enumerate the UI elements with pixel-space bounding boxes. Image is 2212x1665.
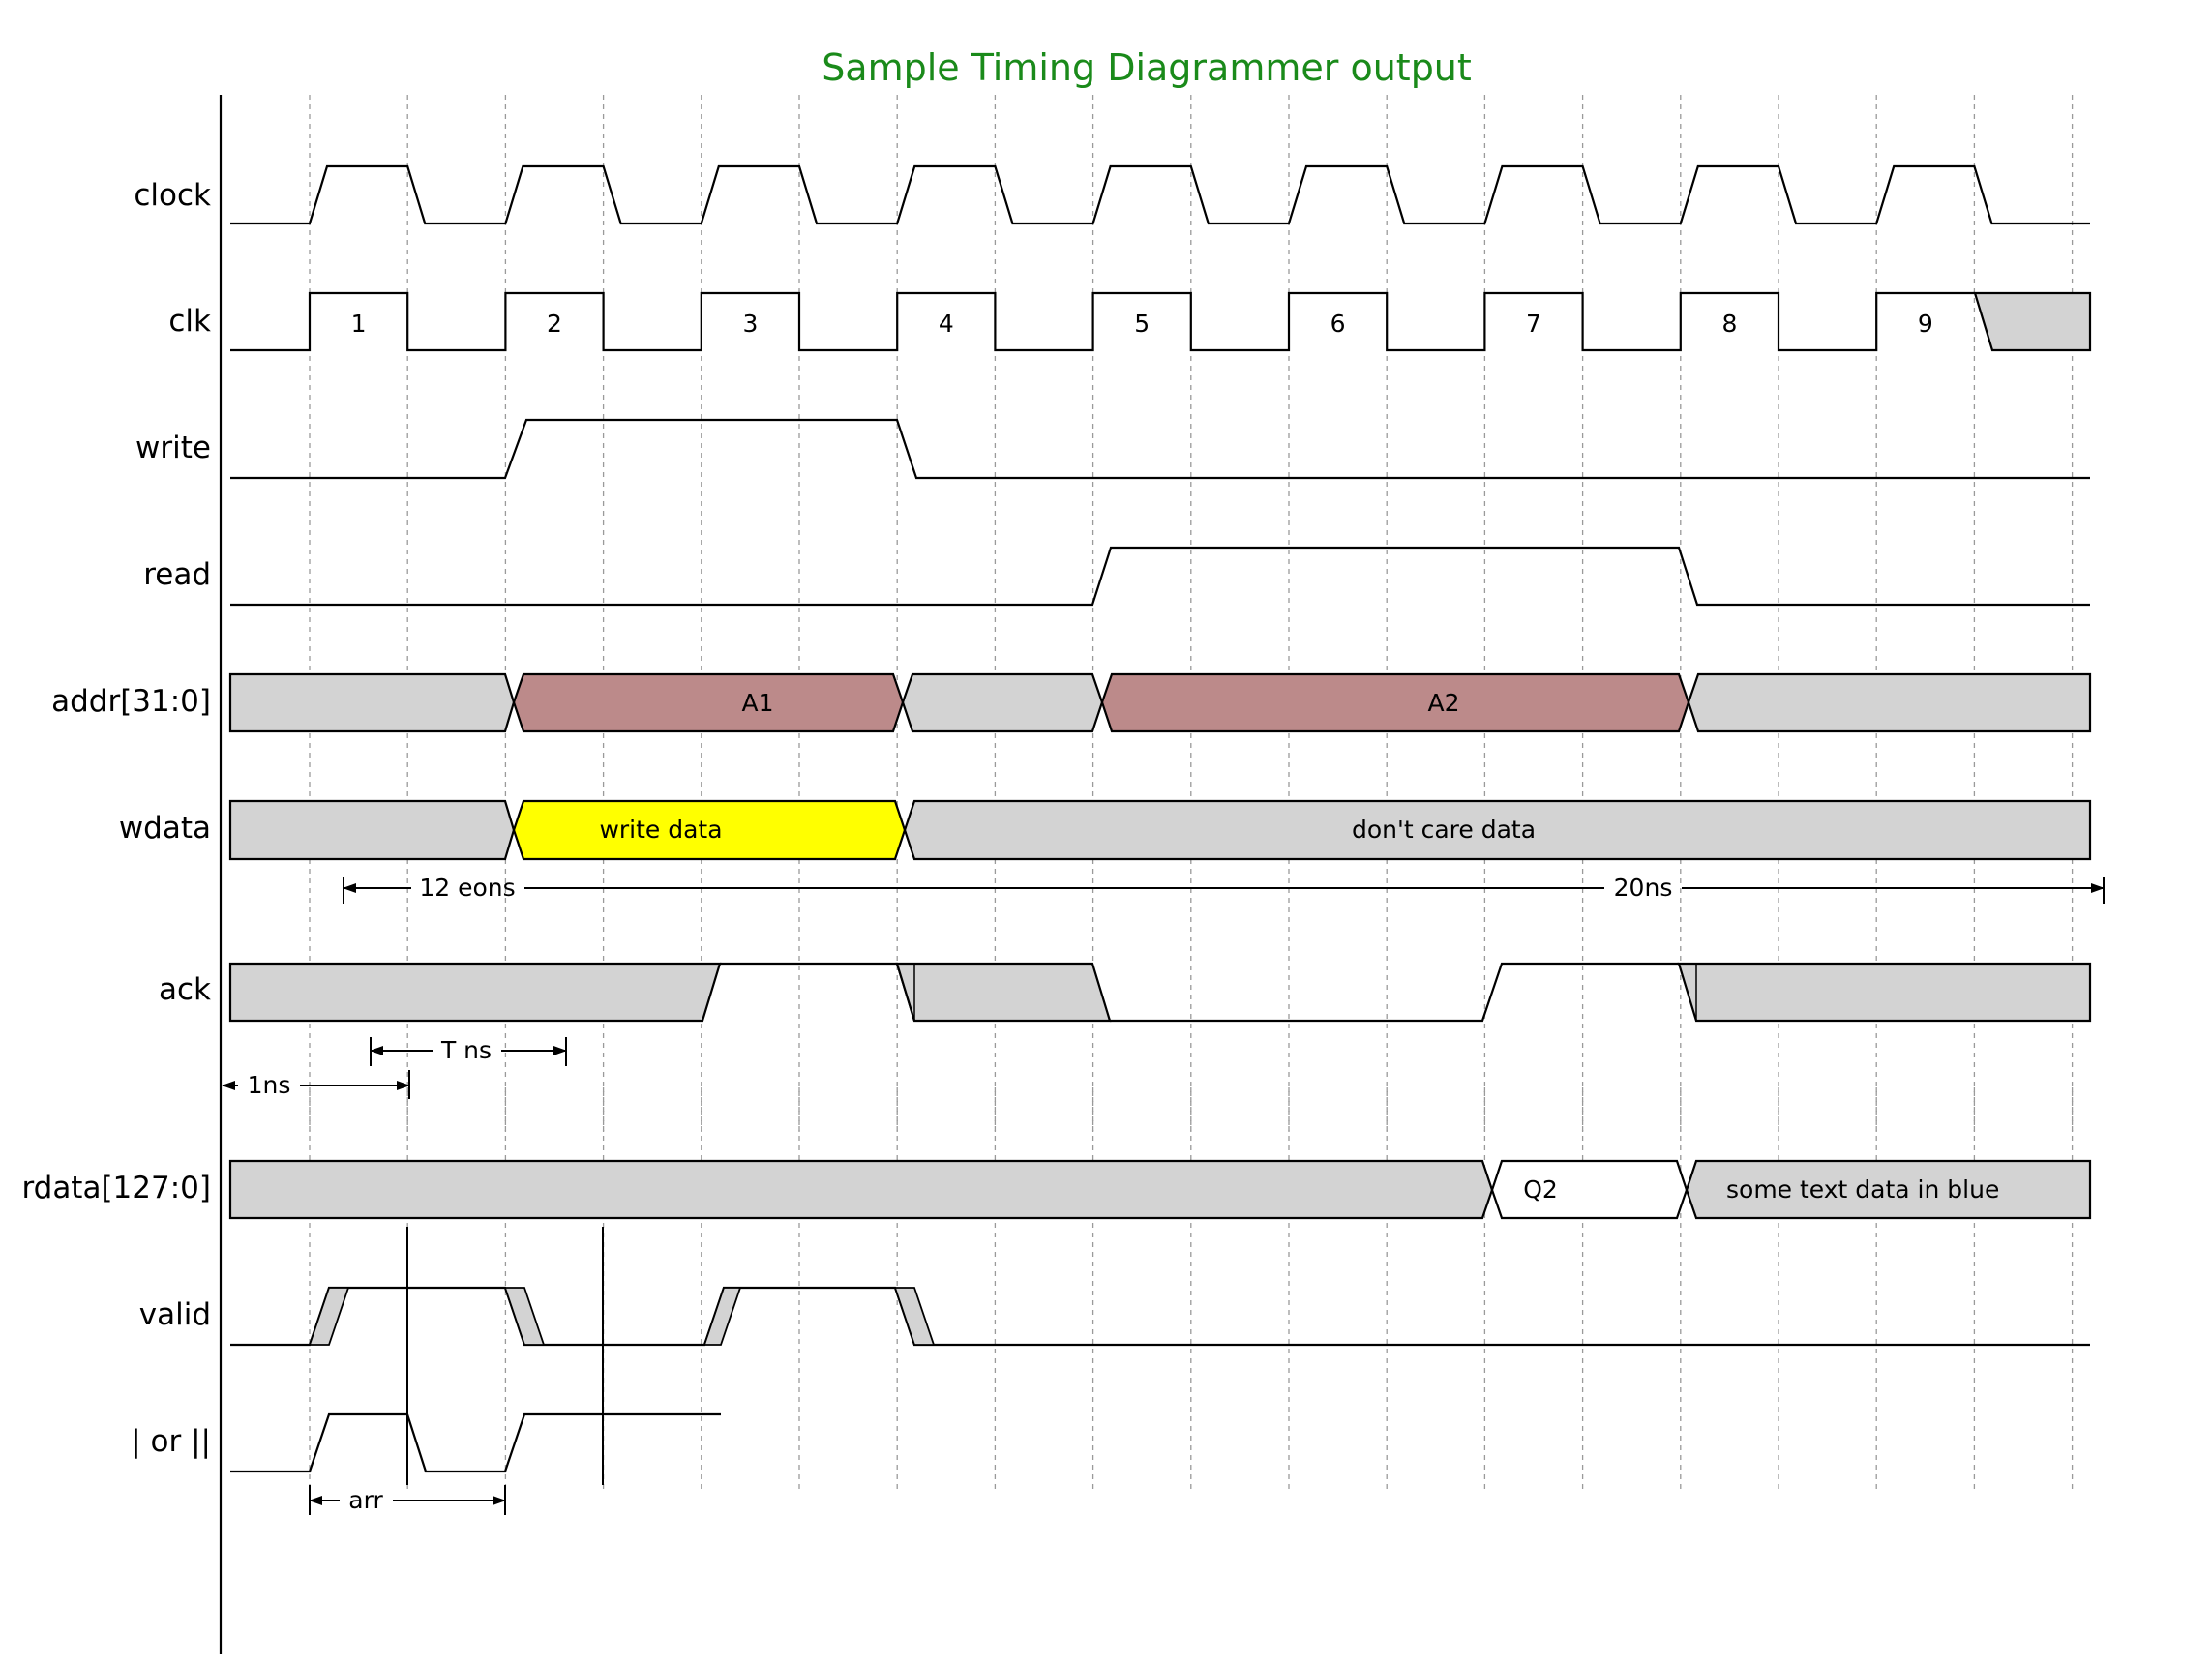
addr-bus: A1 A2 — [228, 672, 2092, 733]
or-waveform — [230, 1412, 721, 1473]
write-waveform — [230, 418, 2090, 480]
dimension-eons-20ns: 12 eons 20ns — [343, 874, 2105, 904]
wdata-value-write: write data — [599, 816, 722, 844]
clk-cycle-label: 6 — [1330, 310, 1346, 338]
dimension-1ns: 1ns — [222, 1070, 410, 1099]
signal-name-clock: clock — [134, 178, 211, 213]
dimension-label-20ns: 20ns — [1614, 874, 1673, 902]
addr-segment-a2 — [1100, 672, 1690, 733]
clk-cycle-label: 3 — [742, 310, 758, 338]
clk-cycle-label: 7 — [1526, 310, 1541, 338]
rdata-bus: Q2 some text data in blue — [228, 1159, 2092, 1220]
signal-name-rdata: rdata[127:0] — [21, 1171, 211, 1205]
valid-waveform — [230, 1286, 2090, 1347]
ack-waveform — [228, 962, 2092, 1023]
signal-name-ack: ack — [159, 972, 211, 1007]
addr-segment-undefined-1 — [228, 672, 516, 733]
signal-name-wdata: wdata — [119, 811, 211, 846]
dimension-label-eons: 12 eons — [419, 874, 515, 902]
clk-cycle-label: 4 — [939, 310, 954, 338]
wdata-segment-write — [512, 799, 907, 861]
dimension-label-1ns: 1ns — [248, 1071, 291, 1099]
signal-name-or: | or || — [131, 1424, 211, 1459]
signal-name-clk: clk — [168, 304, 211, 339]
dimension-label-arr: arr — [348, 1486, 383, 1514]
clock-waveform — [230, 164, 2090, 225]
rdata-segment-q2 — [1490, 1159, 1689, 1220]
addr-value-a1: A1 — [741, 689, 773, 717]
wdata-bus: write data don't care data — [228, 799, 2092, 861]
clk-cycle-labels: 1 2 3 4 5 6 7 8 9 — [351, 310, 1933, 338]
clk-waveform — [230, 291, 1975, 352]
addr-segment-undefined-3 — [1687, 672, 2092, 733]
dimension-label-tns: T ns — [440, 1036, 492, 1064]
signal-name-read: read — [143, 557, 211, 592]
signal-name-write: write — [135, 431, 211, 465]
clk-cycle-label: 1 — [351, 310, 367, 338]
time-gridlines — [309, 95, 2074, 1490]
diagram-title: Sample Timing Diagrammer output — [822, 46, 1472, 89]
clk-cycle-label: 9 — [1918, 310, 1933, 338]
addr-value-a2: A2 — [1427, 689, 1459, 717]
dimension-arr: arr — [309, 1485, 506, 1515]
clk-cycle-label: 5 — [1134, 310, 1150, 338]
rdata-value-blue: some text data in blue — [1726, 1175, 1999, 1204]
wdata-segment-undefined — [228, 799, 516, 861]
clk-dont-care-tail — [1973, 291, 2092, 352]
rdata-segment-undefined — [228, 1159, 1494, 1220]
rdata-segment-blue — [1685, 1159, 2092, 1220]
dimension-tns: T ns — [370, 1036, 567, 1066]
clk-cycle-label: 2 — [547, 310, 562, 338]
addr-segment-undefined-2 — [901, 672, 1104, 733]
addr-segment-a1 — [512, 672, 905, 733]
clk-cycle-label: 8 — [1721, 310, 1737, 338]
wdata-segment-dont-care — [903, 799, 2092, 861]
signal-names: clock clk write read addr[31:0] wdata ac… — [21, 178, 211, 1459]
wdata-value-dont-care: don't care data — [1352, 816, 1536, 844]
read-waveform — [230, 546, 2090, 607]
signal-name-addr: addr[31:0] — [51, 684, 211, 719]
rdata-value-q2: Q2 — [1523, 1175, 1558, 1204]
signal-name-valid: valid — [139, 1297, 211, 1332]
